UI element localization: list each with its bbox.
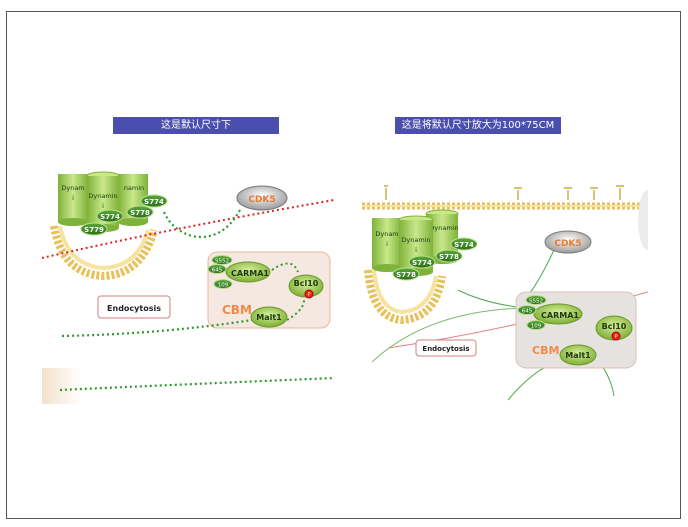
phospho-site-645-left: 645 bbox=[207, 264, 227, 274]
carma1-node-right: CARMA1 bbox=[533, 303, 583, 325]
svg-text:S774: S774 bbox=[144, 198, 164, 206]
svg-text:109: 109 bbox=[218, 283, 229, 289]
svg-text:Dynam: Dynam bbox=[375, 230, 398, 238]
cdk5-node: CDK5 bbox=[236, 185, 288, 211]
svg-text:645: 645 bbox=[212, 268, 223, 274]
svg-text:Dynamin: Dynamin bbox=[401, 236, 430, 244]
svg-text:S552: S552 bbox=[215, 259, 229, 265]
svg-text:Bcl10: Bcl10 bbox=[602, 322, 627, 331]
phospho-site-s779: S779 bbox=[80, 222, 108, 236]
dynamin-cylinder-right-a: Dynam i bbox=[372, 218, 402, 272]
svg-text:i: i bbox=[72, 194, 74, 202]
svg-text:109: 109 bbox=[531, 324, 542, 330]
phospho-site-s552-right: S552 bbox=[525, 295, 547, 305]
svg-text:S552: S552 bbox=[529, 299, 543, 305]
svg-text:i: i bbox=[415, 246, 417, 254]
red-dotted-line bbox=[42, 199, 334, 259]
green-line-right-1 bbox=[371, 307, 527, 363]
bcl10-node-right: Bcl10 P bbox=[595, 315, 633, 341]
caption-enlarged-size: 这是将默认尺寸放大为100*75CM bbox=[395, 117, 561, 134]
plasma-membrane bbox=[362, 185, 648, 250]
svg-text:Endocytosis: Endocytosis bbox=[107, 304, 161, 313]
malt1-node: Malt1 bbox=[250, 306, 288, 328]
svg-text:S778: S778 bbox=[439, 253, 459, 261]
svg-text:S774: S774 bbox=[454, 241, 474, 249]
svg-text:Dynamin: Dynamin bbox=[88, 192, 117, 200]
dynamin-cylinder-left: Dynam i bbox=[58, 174, 88, 226]
svg-text:Malt1: Malt1 bbox=[565, 351, 591, 360]
endocytosis-label-right: Endocytosis bbox=[415, 339, 477, 357]
background-shade bbox=[42, 368, 82, 404]
phospho-site-s778: S778 bbox=[126, 205, 154, 219]
svg-text:Bcl10: Bcl10 bbox=[294, 279, 319, 288]
carma1-node: CARMA1 bbox=[225, 261, 271, 283]
phospho-site-645-right: 645 bbox=[517, 305, 537, 315]
phospho-site-s774-a: S774 bbox=[140, 194, 168, 208]
svg-text:Malt1: Malt1 bbox=[256, 313, 282, 322]
svg-text:S774: S774 bbox=[100, 213, 120, 221]
svg-text:Dynamin: Dynamin bbox=[429, 224, 458, 232]
phospho-site-s778-right: S778 bbox=[435, 249, 463, 263]
cdk5-arrow bbox=[162, 209, 241, 239]
svg-text:Dynam: Dynam bbox=[61, 184, 84, 192]
vesicle-membrane bbox=[50, 225, 158, 281]
svg-text:i: i bbox=[102, 202, 104, 210]
svg-text:i: i bbox=[386, 240, 388, 248]
phospho-site-109-left: 109 bbox=[213, 279, 233, 289]
phospho-site-s774-right-a: S774 bbox=[450, 237, 478, 251]
phospho-site-109-right: 109 bbox=[526, 320, 546, 330]
svg-text:645: 645 bbox=[522, 309, 533, 315]
svg-text:S778: S778 bbox=[396, 271, 416, 279]
svg-text:CBM: CBM bbox=[222, 303, 252, 317]
pathway-dotted-line-4 bbox=[59, 376, 334, 392]
green-line-right-5 bbox=[525, 249, 555, 299]
right-pathway-diagram: Dynam i Dynamin Dynamin i S774 S778 S774… bbox=[362, 185, 648, 401]
phospho-site-s774-b: S774 bbox=[96, 209, 124, 223]
left-pathway-diagram: Dynam i namin Dynamin i S774 S778 S774 S… bbox=[42, 171, 334, 404]
svg-text:S774: S774 bbox=[412, 259, 432, 267]
svg-text:namin: namin bbox=[124, 184, 144, 192]
phospho-site-s778-right-b: S778 bbox=[392, 267, 420, 281]
phospho-site-s552-left: S552 bbox=[211, 255, 233, 265]
bcl10-node: Bcl10 P bbox=[288, 274, 324, 299]
svg-text:CDK5: CDK5 bbox=[554, 239, 581, 249]
svg-text:CARMA1: CARMA1 bbox=[231, 269, 269, 278]
svg-text:P: P bbox=[614, 334, 617, 340]
svg-text:CBM: CBM bbox=[532, 344, 559, 357]
svg-text:CDK5: CDK5 bbox=[248, 195, 275, 205]
caption-default-size: 这是默认尺寸下 bbox=[113, 117, 279, 134]
endocytosis-label: Endocytosis bbox=[97, 295, 171, 319]
pathway-dotted-line-2 bbox=[286, 299, 305, 321]
malt1-node-right: Malt1 bbox=[559, 344, 597, 366]
svg-text:P: P bbox=[307, 292, 310, 298]
svg-text:Endocytosis: Endocytosis bbox=[422, 345, 469, 353]
vesicle-membrane-right bbox=[364, 269, 446, 325]
svg-text:S778: S778 bbox=[130, 209, 150, 217]
cdk5-node-right: CDK5 bbox=[544, 230, 592, 254]
svg-text:S779: S779 bbox=[84, 226, 104, 234]
svg-text:CARMA1: CARMA1 bbox=[541, 311, 579, 320]
phospho-site-s774-right-b: S774 bbox=[408, 255, 436, 269]
